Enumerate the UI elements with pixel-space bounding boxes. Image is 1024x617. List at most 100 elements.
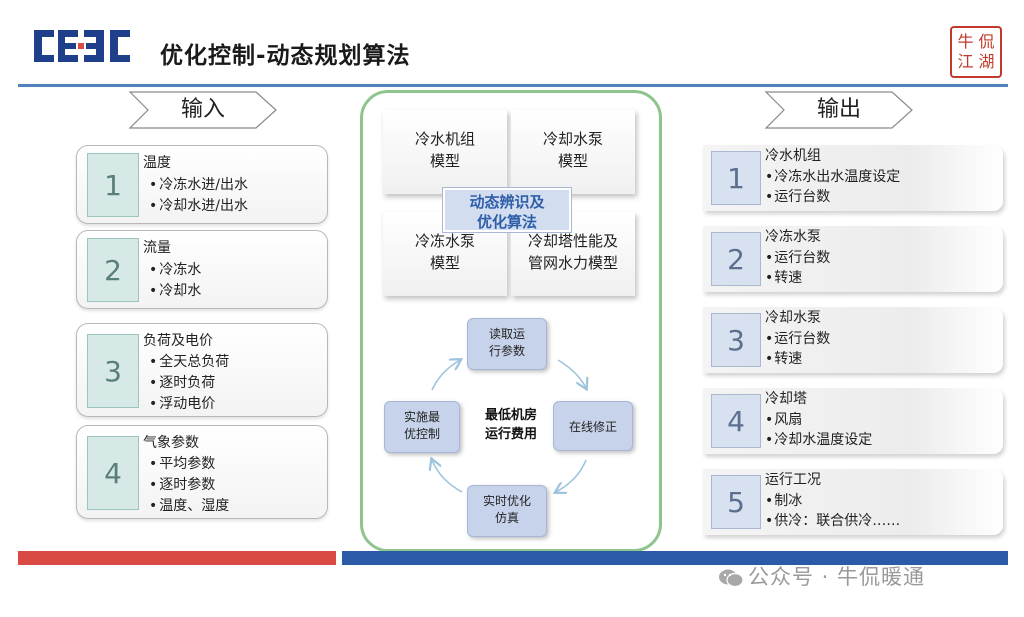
list-item: 制冰 bbox=[765, 491, 900, 511]
input-card-flow: 2 流量 冷冻水 冷却水 bbox=[76, 230, 328, 309]
cycle-goal: 最低机房 运行费用 bbox=[470, 406, 552, 444]
chevron-shape bbox=[128, 91, 277, 129]
list-item: 转速 bbox=[765, 268, 830, 288]
output-card-number: 2 bbox=[711, 232, 761, 286]
list-item: 风扇 bbox=[765, 410, 872, 430]
input-card-number: 4 bbox=[87, 436, 139, 510]
seal-char: 牛 bbox=[957, 32, 974, 51]
output-card-number: 4 bbox=[711, 394, 761, 448]
seal-char: 侃 bbox=[978, 32, 995, 51]
list-item: 平均参数 bbox=[149, 454, 229, 475]
output-card-bullets: 冷冻水出水温度设定 运行台数 bbox=[765, 167, 900, 207]
cycle-line: 行参数 bbox=[488, 344, 525, 358]
output-header-label: 输出 bbox=[816, 97, 861, 122]
output-card-bullets: 风扇 冷却水温度设定 bbox=[765, 410, 872, 450]
cycle-online-correction: 在线修正 bbox=[553, 401, 633, 451]
input-card-bullets: 冷冻水 冷却水 bbox=[149, 260, 201, 302]
cooling-pump-model-tile: 冷却水泵 模型 bbox=[511, 110, 635, 194]
input-card-number: 2 bbox=[87, 238, 139, 302]
tile-line: 冷却水泵 bbox=[542, 130, 603, 148]
tile-line: 模型 bbox=[557, 152, 588, 170]
input-card-title: 气象参数 bbox=[143, 435, 199, 451]
footer-bar-blue bbox=[342, 551, 1008, 565]
cycle-arrows bbox=[380, 310, 630, 540]
tile-line: 模型 bbox=[429, 254, 460, 272]
chevron-shape bbox=[764, 91, 913, 129]
output-card-bullets: 运行台数 转速 bbox=[765, 248, 830, 288]
cycle-line: 优控制 bbox=[403, 427, 440, 441]
list-item: 冷冻水出水温度设定 bbox=[765, 167, 900, 187]
list-item: 浮动电价 bbox=[149, 394, 229, 415]
core-line: 优化算法 bbox=[476, 213, 537, 231]
list-item: 逐时参数 bbox=[149, 475, 229, 496]
output-card-title: 冷冻水泵 bbox=[765, 229, 821, 245]
list-item: 全天总负荷 bbox=[149, 352, 229, 373]
output-card-number: 3 bbox=[711, 313, 761, 367]
output-card-title: 冷却塔 bbox=[765, 391, 807, 407]
cycle-line: 仿真 bbox=[494, 511, 519, 525]
core-algorithm-box: 动态辨识及 优化算法 bbox=[442, 187, 572, 233]
footer-bar-red bbox=[18, 551, 336, 565]
tile-line: 模型 bbox=[429, 152, 460, 170]
list-item: 冷冻水 bbox=[149, 260, 201, 281]
output-card-operating-mode: 5 运行工况 制冰 供冷：联合供冷…… bbox=[703, 469, 1003, 535]
list-item: 运行台数 bbox=[765, 187, 900, 207]
list-item: 运行台数 bbox=[765, 329, 830, 349]
output-card-number: 1 bbox=[711, 151, 761, 205]
output-card-title: 运行工况 bbox=[765, 472, 821, 488]
output-header: 输出 bbox=[764, 90, 914, 130]
output-card-chiller: 1 冷水机组 冷冻水出水温度设定 运行台数 bbox=[703, 145, 1003, 211]
cycle-read-params: 读取运 行参数 bbox=[467, 318, 547, 370]
tile-line: 冷冻水泵 bbox=[414, 232, 475, 250]
input-card-temperature: 1 温度 冷冻水进/出水 冷却水进/出水 bbox=[76, 145, 328, 224]
output-card-bullets: 制冰 供冷：联合供冷…… bbox=[765, 491, 900, 531]
list-item: 冷冻水进/出水 bbox=[149, 175, 248, 196]
input-card-load-price: 3 负荷及电价 全天总负荷 逐时负荷 浮动电价 bbox=[76, 323, 328, 417]
input-header: 输入 bbox=[128, 90, 278, 130]
core-line: 动态辨识及 bbox=[469, 193, 545, 211]
input-card-bullets: 全天总负荷 逐时负荷 浮动电价 bbox=[149, 352, 229, 415]
list-item: 冷却水温度设定 bbox=[765, 430, 872, 450]
cycle-optimal-control: 实施最 优控制 bbox=[384, 401, 460, 453]
output-card-number: 5 bbox=[711, 475, 761, 529]
cycle-realtime-simulation: 实时优化 仿真 bbox=[467, 485, 547, 537]
input-card-title: 负荷及电价 bbox=[143, 333, 213, 349]
output-card-cooling-tower: 4 冷却塔 风扇 冷却水温度设定 bbox=[703, 388, 1003, 454]
input-card-weather: 4 气象参数 平均参数 逐时参数 温度、湿度 bbox=[76, 425, 328, 519]
input-card-title: 温度 bbox=[143, 155, 171, 171]
wechat-icon bbox=[719, 569, 744, 588]
list-item: 转速 bbox=[765, 349, 830, 369]
seal-char: 湖 bbox=[978, 52, 995, 71]
output-card-title: 冷水机组 bbox=[765, 148, 821, 164]
output-card-cooling-pump: 3 冷却水泵 运行台数 转速 bbox=[703, 307, 1003, 373]
ceec-logo bbox=[34, 30, 130, 62]
tile-line: 冷却塔性能及 bbox=[527, 232, 618, 250]
list-item: 运行台数 bbox=[765, 248, 830, 268]
seal-char: 江 bbox=[957, 52, 974, 71]
list-item: 逐时负荷 bbox=[149, 373, 229, 394]
output-card-title: 冷却水泵 bbox=[765, 310, 821, 326]
chiller-model-tile: 冷水机组 模型 bbox=[383, 110, 507, 194]
cycle-line: 实时优化 bbox=[482, 494, 531, 508]
seal-stamp: 牛 侃 江 湖 bbox=[950, 26, 1002, 78]
input-card-number: 3 bbox=[87, 334, 139, 408]
cycle-line: 实施最 bbox=[403, 410, 440, 424]
output-card-bullets: 运行台数 转速 bbox=[765, 329, 830, 369]
cycle-line: 在线修正 bbox=[568, 420, 617, 434]
cycle-line: 读取运 bbox=[488, 327, 525, 341]
list-item: 冷却水进/出水 bbox=[149, 196, 248, 217]
tile-line: 管网水力模型 bbox=[527, 254, 618, 272]
watermark-text: 公众号 · 牛侃暖通 bbox=[748, 565, 926, 589]
tile-line: 冷水机组 bbox=[414, 130, 475, 148]
cycle-goal-line: 运行费用 bbox=[484, 427, 537, 442]
list-item: 温度、湿度 bbox=[149, 496, 229, 517]
cycle-goal-line: 最低机房 bbox=[484, 408, 537, 423]
input-card-title: 流量 bbox=[143, 240, 171, 256]
list-item: 冷却水 bbox=[149, 281, 201, 302]
input-header-label: 输入 bbox=[180, 97, 225, 122]
output-card-chilled-pump: 2 冷冻水泵 运行台数 转速 bbox=[703, 226, 1003, 292]
page-title: 优化控制-动态规划算法 bbox=[160, 43, 411, 69]
input-card-bullets: 冷冻水进/出水 冷却水进/出水 bbox=[149, 175, 248, 217]
input-card-number: 1 bbox=[87, 153, 139, 217]
header-divider bbox=[18, 84, 1008, 87]
